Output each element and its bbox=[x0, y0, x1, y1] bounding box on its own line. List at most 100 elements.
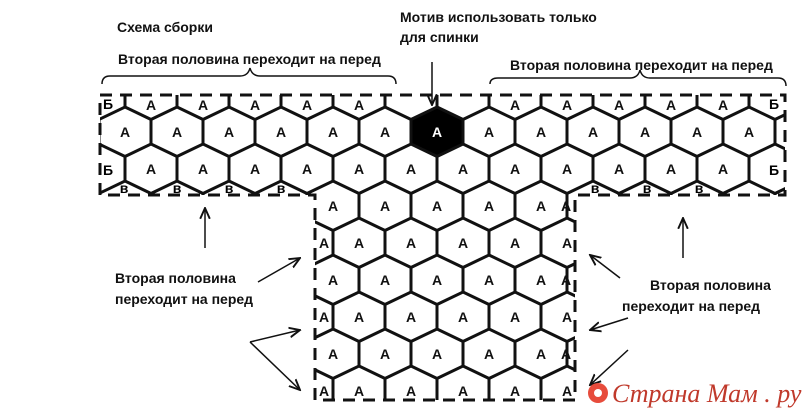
hexagon-label: А bbox=[172, 124, 182, 140]
hexagon-label: А bbox=[666, 161, 676, 177]
motif-hexagon bbox=[100, 364, 127, 400]
left-brace bbox=[101, 67, 397, 85]
hexagon-label: А bbox=[536, 198, 546, 214]
hexagon-label: А bbox=[146, 161, 156, 177]
hexagon-label: А bbox=[458, 161, 468, 177]
motif-hexagon bbox=[721, 327, 777, 381]
hexagon-label: А bbox=[510, 97, 520, 113]
motif-hexagon bbox=[201, 327, 257, 381]
right-arrow-2 bbox=[590, 317, 629, 330]
hexagon-label: А bbox=[458, 235, 468, 251]
motif-hexagon bbox=[123, 216, 179, 270]
hexagon-label: А bbox=[354, 235, 364, 251]
motif-hexagon bbox=[695, 216, 751, 270]
hexagon-label: А bbox=[328, 198, 338, 214]
motif-note-line1: Мотив использовать только bbox=[400, 9, 597, 25]
hexagon-label: А bbox=[328, 124, 338, 140]
hexagon-label: А bbox=[484, 346, 494, 362]
hexagon-label: А bbox=[562, 97, 572, 113]
left-arrow-3 bbox=[249, 341, 300, 390]
motif-hexagon bbox=[773, 253, 785, 307]
motif-hexagon bbox=[21, 144, 73, 194]
motif-hexagon bbox=[21, 366, 73, 416]
hexagon-label: А bbox=[588, 124, 598, 140]
motif-hexagon bbox=[0, 107, 47, 157]
hexagon-label: А bbox=[510, 235, 520, 251]
motif-hexagon bbox=[100, 327, 101, 381]
edge-label-v: в bbox=[277, 180, 286, 196]
hexagon-label: А bbox=[562, 383, 572, 399]
motif-hexagon bbox=[669, 327, 725, 381]
edge-label-v: в bbox=[225, 180, 234, 196]
hexagon-label: А bbox=[302, 97, 312, 113]
diagram-title: Схема сборки bbox=[117, 19, 213, 35]
hexagon-label: А bbox=[692, 124, 702, 140]
hexagon-label: А bbox=[536, 124, 546, 140]
motif-hexagon bbox=[801, 144, 805, 194]
hexagon-label: А bbox=[666, 97, 676, 113]
hexagon-label: А bbox=[406, 235, 416, 251]
hexagon-label: А bbox=[562, 309, 572, 325]
hexagon-label: А bbox=[120, 124, 130, 140]
hexagon-label: А bbox=[510, 161, 520, 177]
hexagon-label: А bbox=[718, 97, 728, 113]
left-arrow-2 bbox=[249, 330, 300, 343]
hexagon-label: А bbox=[536, 346, 546, 362]
side-right-note-line2: переходит на перед bbox=[622, 298, 760, 314]
motif-hexagon bbox=[100, 179, 101, 233]
hexagon-label: А bbox=[458, 383, 468, 399]
hexagon-label: А bbox=[250, 97, 260, 113]
motif-hexagon bbox=[227, 216, 283, 270]
right-arrow-1 bbox=[590, 255, 621, 279]
motif-hexagon bbox=[591, 216, 647, 270]
hexagon-label: А bbox=[354, 97, 364, 113]
hexagon-label: А bbox=[510, 309, 520, 325]
motif-hexagon bbox=[617, 327, 673, 381]
hexagon-label: А bbox=[406, 309, 416, 325]
motif-hexagon bbox=[100, 216, 127, 270]
motif-hexagon bbox=[227, 364, 283, 400]
hexagon-label: А bbox=[536, 272, 546, 288]
hexagon-label: А bbox=[319, 383, 329, 399]
hexagon-label: А bbox=[484, 198, 494, 214]
arrows bbox=[205, 62, 683, 390]
edge-label-v: в bbox=[591, 180, 600, 196]
motif-hexagon bbox=[773, 327, 785, 381]
edge-label-v: в bbox=[173, 180, 182, 196]
hexagon-label: А bbox=[354, 309, 364, 325]
watermark-text: Страна Мам . ру bbox=[612, 379, 802, 408]
hexagon-label: А bbox=[276, 124, 286, 140]
motif-hexagon bbox=[100, 105, 101, 159]
hexagon-label: А bbox=[380, 198, 390, 214]
hexagon-label: А bbox=[561, 272, 571, 288]
hexagon-label: А bbox=[561, 346, 571, 362]
hexagon-label: А bbox=[458, 309, 468, 325]
motif-hexagon bbox=[21, 292, 73, 342]
hexagon-label: А bbox=[614, 161, 624, 177]
hexagon-label: А bbox=[562, 161, 572, 177]
hexagon-label: А bbox=[718, 161, 728, 177]
hexagon-label: А bbox=[380, 124, 390, 140]
watermark-logo: Страна Мам . ру bbox=[588, 379, 802, 408]
hexagon-label: А bbox=[484, 272, 494, 288]
edge-label-b: Б bbox=[769, 96, 779, 112]
edge-label-b: Б bbox=[103, 162, 113, 178]
hexagon-label: А bbox=[224, 124, 234, 140]
motif-hexagon bbox=[175, 364, 231, 400]
dashed-outline bbox=[98, 93, 787, 402]
hexagon-label: А bbox=[744, 124, 754, 140]
motif-hexagon bbox=[801, 70, 805, 120]
hexagon-label: А bbox=[510, 383, 520, 399]
hexagon-label: А bbox=[432, 198, 442, 214]
hexagon-label: А bbox=[380, 346, 390, 362]
motif-hexagon bbox=[149, 327, 205, 381]
hexagon-label: А bbox=[250, 161, 260, 177]
motif-hexagon bbox=[21, 70, 73, 120]
hexagon-label: А bbox=[319, 309, 329, 325]
hexagon-label: А bbox=[432, 272, 442, 288]
motif-hexagon bbox=[773, 179, 785, 233]
edge-label-b: Б bbox=[103, 96, 113, 112]
hexagon-label: А bbox=[380, 272, 390, 288]
motif-hexagon bbox=[801, 292, 805, 342]
